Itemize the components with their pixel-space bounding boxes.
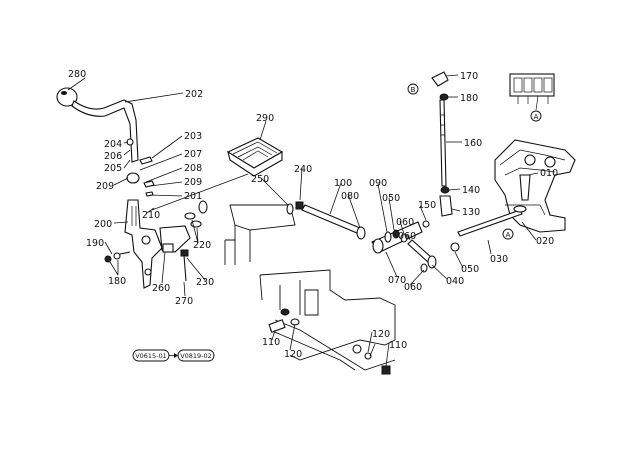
label-110-left: 110 — [262, 337, 280, 348]
label-204: 204 — [104, 139, 122, 150]
washer-090 — [384, 231, 392, 243]
shift-lever-assembly — [56, 87, 208, 289]
label-209-left: 209 — [96, 181, 114, 192]
shift-bracket — [124, 199, 163, 289]
label-060-top: 060 — [396, 217, 414, 228]
label-270: 270 — [175, 296, 193, 307]
control-valve-inset: A — [509, 73, 555, 122]
label-207: 207 — [184, 149, 202, 160]
vertical-rod-160 — [431, 71, 453, 217]
label-201: 201 — [184, 191, 202, 202]
marker-b-label: B — [411, 86, 416, 94]
label-206: 206 — [104, 151, 122, 162]
label-080: 080 — [341, 191, 359, 202]
bushing-080 — [356, 226, 366, 240]
bolt-240 — [295, 201, 304, 210]
washer-220a — [184, 212, 196, 220]
label-060-bottom: 060 — [404, 282, 422, 293]
label-230: 230 — [196, 277, 214, 288]
bushing-040 — [427, 255, 437, 269]
label-200: 200 — [94, 219, 112, 230]
bolt-203 — [139, 156, 153, 165]
rod-030 — [457, 205, 527, 237]
label-280: 280 — [68, 69, 86, 80]
pin-150 — [422, 220, 430, 228]
serial-to-text: V0819-02 — [180, 352, 212, 360]
marker-a-label: A — [506, 231, 511, 239]
shift-lever — [71, 99, 139, 163]
serial-to-badge — [177, 349, 215, 362]
label-210: 210 — [142, 210, 160, 221]
label-170: 170 — [460, 71, 478, 82]
label-030: 030 — [490, 254, 508, 265]
serial-from-text: V0615-01 — [135, 352, 167, 360]
serial-range-badge: V0615-01 V0819-02 — [132, 349, 215, 362]
rubber-boot-290 — [226, 137, 284, 177]
label-090: 090 — [369, 178, 387, 189]
washer-060b — [420, 263, 428, 273]
label-040: 040 — [446, 276, 464, 287]
label-260: 260 — [152, 283, 170, 294]
label-070: 070 — [388, 275, 406, 286]
label-140: 140 — [462, 185, 480, 196]
label-180: 180 — [108, 276, 126, 287]
label-160: 160 — [464, 138, 482, 149]
marker-a — [502, 228, 514, 240]
part-labels: 280 202 204 206 203 205 207 208 209 209 … — [68, 69, 558, 360]
rod-end-130 — [439, 195, 453, 217]
label-202: 202 — [185, 89, 203, 100]
label-150: 150 — [418, 200, 436, 211]
label-208: 208 — [184, 163, 202, 174]
pin-208 — [143, 180, 155, 188]
collar-209 — [126, 172, 140, 184]
leader-lines — [67, 74, 539, 367]
label-290: 290 — [256, 113, 274, 124]
rod-end-170 — [431, 71, 449, 87]
label-180-top: 180 — [460, 93, 478, 104]
cross-shaft-100 — [286, 201, 366, 240]
label-050-bottom: 050 — [461, 264, 479, 275]
nut-140 — [440, 186, 450, 194]
linkage-070 — [371, 220, 460, 273]
label-010: 010 — [540, 168, 558, 179]
marker-a-inset — [530, 110, 542, 122]
floor-bolts — [268, 308, 391, 375]
washer-250 — [286, 203, 294, 215]
nut-050 — [392, 229, 400, 239]
label-220: 220 — [193, 240, 211, 251]
label-100: 100 — [334, 178, 352, 189]
label-190: 190 — [86, 238, 104, 249]
bushing — [198, 200, 208, 214]
label-050-top: 050 — [382, 193, 400, 204]
nut-180b — [439, 93, 449, 101]
arrow-icon — [174, 353, 178, 358]
label-110-right: 110 — [389, 340, 407, 351]
bolt-270 — [183, 254, 187, 282]
label-205: 205 — [104, 163, 122, 174]
label-130: 130 — [462, 207, 480, 218]
label-060-mid: 060 — [398, 231, 416, 242]
marker-a-inset-label: A — [534, 113, 539, 121]
nut-180 — [104, 255, 112, 263]
label-120-left: 120 — [284, 349, 302, 360]
washer-180 — [113, 252, 121, 260]
label-250: 250 — [251, 174, 269, 185]
nut-050b — [450, 242, 460, 252]
marker-b — [407, 83, 419, 95]
platform-outline — [224, 204, 396, 371]
label-203: 203 — [184, 131, 202, 142]
label-240: 240 — [294, 164, 312, 175]
label-120-right: 120 — [372, 329, 390, 340]
label-020: 020 — [536, 236, 554, 247]
label-209-right: 209 — [184, 177, 202, 188]
